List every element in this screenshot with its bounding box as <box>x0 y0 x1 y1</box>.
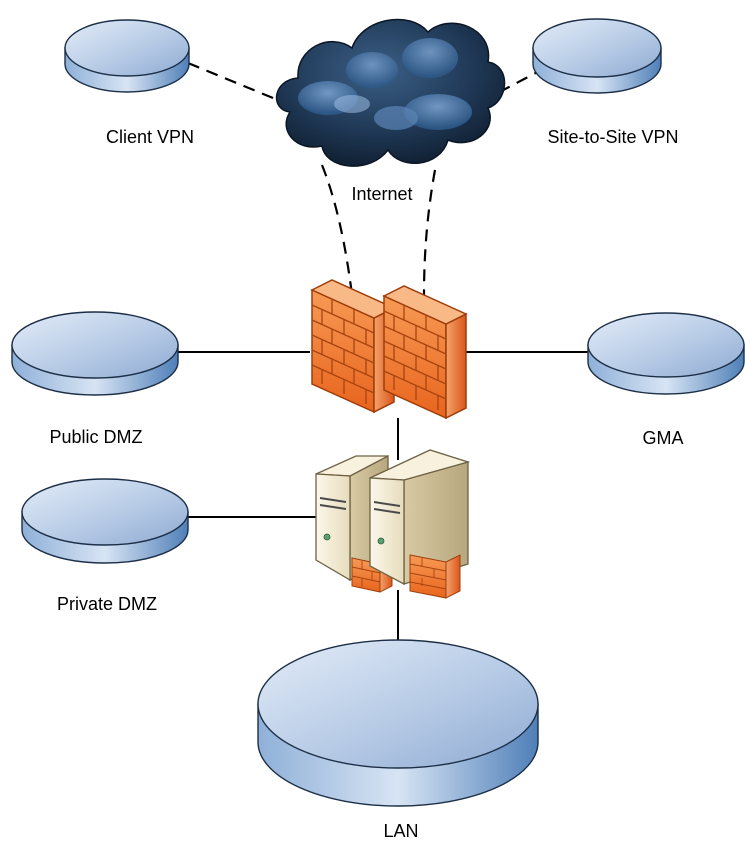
network-disk-icon <box>64 19 190 93</box>
firewall-icon <box>310 279 396 414</box>
public-dmz-label: Public DMZ <box>49 427 142 447</box>
site-to-site-vpn-node[interactable]: Site-to-Site VPN <box>532 18 679 147</box>
server-icon <box>369 449 471 599</box>
cloud-icon <box>275 18 506 167</box>
network-disk-icon <box>257 639 539 807</box>
network-disk-icon <box>587 312 745 395</box>
edge-client-vpn-internet <box>187 61 291 107</box>
public-dmz-node[interactable]: Public DMZ <box>11 311 179 447</box>
gma-node[interactable]: GMA <box>587 312 745 448</box>
edge-internet-firewall-right <box>422 169 437 296</box>
client-vpn-label: Client VPN <box>106 127 194 147</box>
network-disk-icon <box>11 311 179 396</box>
site-to-site-vpn-label: Site-to-Site VPN <box>547 127 678 147</box>
firewalls-node[interactable] <box>310 279 468 420</box>
gma-label: GMA <box>642 428 683 448</box>
lan-node[interactable]: LAN <box>257 639 539 841</box>
firewall-icon <box>382 285 468 420</box>
network-disk-icon <box>532 18 662 94</box>
client-vpn-node[interactable]: Client VPN <box>64 19 194 147</box>
servers-node[interactable] <box>315 449 471 599</box>
lan-label: LAN <box>383 821 418 841</box>
network-disk-icon <box>21 478 189 564</box>
internet-label: Internet <box>351 184 412 204</box>
private-dmz-node[interactable]: Private DMZ <box>21 478 189 614</box>
edge-internet-firewall-left <box>320 164 354 296</box>
internet-node[interactable]: Internet <box>275 18 506 204</box>
private-dmz-label: Private DMZ <box>57 594 157 614</box>
